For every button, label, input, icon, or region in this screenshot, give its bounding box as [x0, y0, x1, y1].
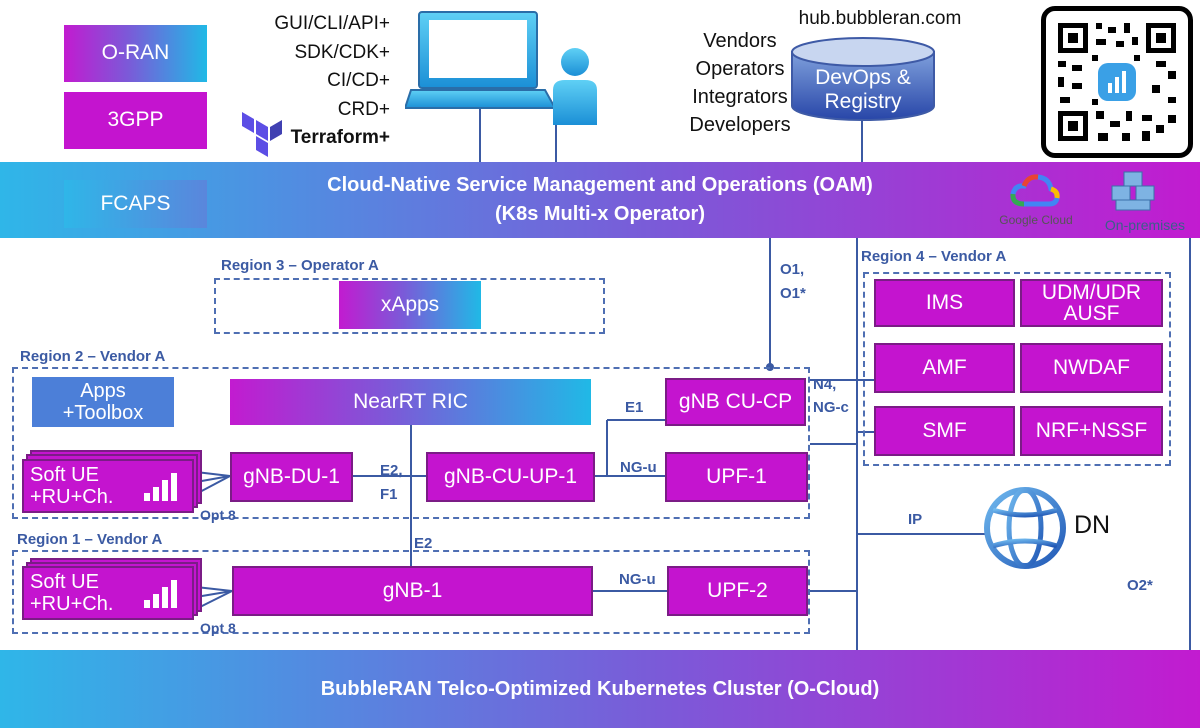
opt8-label-region1: Opt 8 — [200, 620, 236, 636]
tool-gui: GUI/CLI/API+ — [274, 13, 390, 34]
upf-2-box: UPF-2 — [667, 566, 808, 616]
tool-cicd: CI/CD+ — [327, 70, 390, 91]
hub-url: hub.bubbleran.com — [798, 8, 962, 29]
legend-fcaps: FCAPS — [64, 180, 207, 228]
globe-icon — [984, 487, 1066, 569]
xapps-box: xApps — [339, 281, 481, 329]
region3-label: Region 3 – Operator A — [218, 257, 382, 274]
oam-title: Cloud-Native Service Management and Oper… — [250, 171, 950, 229]
terraform-icon — [242, 112, 282, 157]
n4-ngc-interface-label: N4, NG-c — [813, 376, 849, 416]
e2-f1-interface-label: E2, F1 — [380, 462, 403, 503]
dn-label: DN — [1074, 511, 1111, 539]
region4-label: Region 4 – Vendor A — [858, 248, 1010, 265]
on-premises-label: On-premises — [1104, 217, 1186, 233]
region2-boundary — [12, 367, 810, 519]
qr-code[interactable] — [1041, 6, 1193, 158]
amf-box: AMF — [874, 343, 1015, 393]
soft-ue-box-region1: Soft UE +RU+Ch. — [22, 566, 194, 620]
region1-boundary — [12, 550, 810, 634]
on-premises-servers-icon — [1111, 171, 1155, 211]
legend-3gpp: 3GPP — [64, 92, 207, 149]
nearrt-ric-box: NearRT RIC — [230, 379, 591, 425]
legend-oran: O-RAN — [64, 25, 207, 82]
soft-ue-label-region2: Soft UE +RU+Ch. — [30, 464, 114, 508]
region1-label: Region 1 – Vendor A — [14, 531, 166, 548]
audience-integrators: Integrators — [692, 86, 788, 108]
region2-label: Region 2 – Vendor A — [17, 348, 169, 365]
google-cloud-icon — [1010, 174, 1060, 207]
user-computer-icon — [405, 11, 597, 125]
gnb-1-box: gNB-1 — [232, 566, 593, 616]
gnb-cu-cp-box: gNB CU-CP — [665, 378, 806, 426]
ngu-interface-label-bottom: NG-u — [619, 571, 656, 588]
qr-code-icon — [1058, 23, 1176, 141]
gnb-du-1-box: gNB-DU-1 — [230, 452, 353, 502]
google-cloud-label: Google Cloud — [999, 213, 1073, 227]
tool-terraform: Terraform+ — [290, 127, 390, 148]
tool-crd: CRD+ — [337, 98, 390, 120]
e2-interface-label: E2 — [414, 535, 433, 552]
nwdaf-box: NWDAF — [1020, 343, 1163, 393]
audience-developers: Developers — [689, 114, 791, 136]
registry-label: DevOps & Registry — [815, 66, 911, 113]
signal-bars-icon — [144, 473, 177, 501]
cluster-title: BubbleRAN Telco-Optimized Kubernetes Clu… — [320, 677, 880, 700]
ngu-interface-label-top: NG-u — [620, 459, 657, 476]
opt8-label-region2: Opt 8 — [200, 507, 236, 523]
signal-bars-icon — [144, 580, 177, 608]
tool-sdk: SDK/CDK+ — [294, 41, 390, 63]
audience-operators: Operators — [695, 58, 785, 80]
udm-udr-ausf-box: UDM/UDR AUSF — [1020, 279, 1163, 327]
e1-interface-label: E1 — [625, 399, 644, 416]
nrf-nssf-box: NRF+NSSF — [1020, 406, 1163, 456]
soft-ue-box-region2: Soft UE +RU+Ch. — [22, 459, 194, 513]
oam-title-line1: Cloud-Native Service Management and Oper… — [327, 174, 873, 196]
cluster-band: BubbleRAN Telco-Optimized Kubernetes Clu… — [0, 650, 1200, 728]
region4-boundary — [863, 272, 1171, 466]
region3-boundary — [214, 278, 605, 334]
tools-list: GUI/CLI/API+ SDK/CDK+ CI/CD+ CRD+ Terraf… — [246, 10, 390, 153]
oam-title-line2: (K8s Multi-x Operator) — [494, 203, 706, 225]
ims-box: IMS — [874, 279, 1015, 327]
upf-1-box: UPF-1 — [665, 452, 808, 502]
ip-interface-label: IP — [908, 511, 923, 528]
smf-box: SMF — [874, 406, 1015, 456]
soft-ue-label-region1: Soft UE +RU+Ch. — [30, 571, 114, 615]
o2-interface-label: O2* — [1127, 577, 1153, 594]
audience-list: Vendors Operators Integrators Developers — [640, 27, 840, 139]
audience-vendors: Vendors — [703, 30, 777, 52]
o1-interface-label: O1, O1* — [780, 261, 806, 302]
gnb-cu-up-1-box: gNB-CU-UP-1 — [426, 452, 595, 502]
registry-cylinder-icon — [791, 37, 935, 121]
apps-toolbox-box: Apps +Toolbox — [32, 377, 174, 427]
